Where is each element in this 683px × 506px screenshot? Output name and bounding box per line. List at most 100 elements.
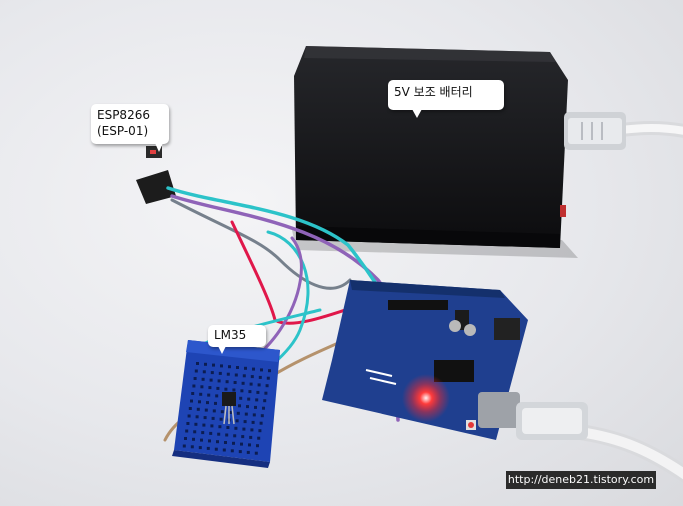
breadboard-hole bbox=[206, 446, 210, 450]
breadboard-hole bbox=[196, 407, 200, 411]
breadboard-hole bbox=[210, 424, 214, 428]
breadboard-hole bbox=[233, 434, 237, 438]
esp8266-module bbox=[136, 146, 176, 204]
breadboard-hole bbox=[196, 362, 199, 365]
breadboard-hole bbox=[264, 391, 268, 395]
breadboard-hole bbox=[210, 371, 214, 375]
breadboard-hole bbox=[209, 431, 213, 435]
breadboard-hole bbox=[244, 412, 248, 416]
breadboard-hole bbox=[193, 430, 197, 434]
breadboard-hole bbox=[194, 422, 198, 426]
breadboard-hole bbox=[236, 411, 240, 415]
breadboard-hole bbox=[249, 435, 253, 439]
breadboard-hole bbox=[225, 380, 229, 384]
breadboard-hole bbox=[268, 369, 271, 373]
arduino-usb-cable bbox=[478, 392, 683, 483]
breadboard-hole bbox=[259, 421, 263, 425]
breadboard-hole bbox=[257, 436, 261, 440]
power-bank-led bbox=[560, 205, 566, 217]
battery-callout-text: 5V 보조 배터리 bbox=[394, 85, 473, 99]
breadboard-hole bbox=[243, 420, 247, 424]
breadboard-hole bbox=[263, 399, 267, 403]
breadboard-hole bbox=[204, 408, 208, 412]
breadboard-hole bbox=[238, 450, 242, 454]
breadboard-hole bbox=[200, 385, 204, 389]
breadboard-hole bbox=[242, 427, 246, 431]
breadboard-hole bbox=[208, 439, 211, 443]
uno-logo bbox=[365, 369, 397, 385]
breadboard-hole bbox=[208, 386, 212, 390]
breadboard-hole bbox=[211, 416, 215, 420]
breadboard-hole bbox=[195, 415, 199, 419]
esp-callout-line1: ESP8266 bbox=[97, 108, 150, 122]
breadboard-hole bbox=[260, 414, 264, 418]
breadboard-hole bbox=[266, 376, 270, 380]
breadboard-hole bbox=[238, 404, 241, 408]
breadboard-hole bbox=[230, 449, 234, 453]
breadboard-hole bbox=[207, 393, 211, 397]
breadboard-hole bbox=[226, 372, 230, 376]
breadboard-holes bbox=[182, 362, 271, 455]
breadboard-hole bbox=[257, 383, 261, 387]
breadboard-hole bbox=[212, 409, 216, 413]
breadboard-hole bbox=[241, 381, 245, 385]
breadboard-hole bbox=[199, 392, 203, 396]
breadboard-hole bbox=[260, 368, 263, 372]
breadboard-hole bbox=[240, 389, 244, 393]
breadboard-hole bbox=[212, 363, 215, 367]
battery-callout: 5V 보조 배터리 bbox=[388, 80, 504, 118]
breadboard-hole bbox=[250, 428, 254, 432]
breadboard-hole bbox=[216, 386, 220, 390]
breadboard-hole bbox=[256, 390, 260, 394]
breadboard-hole bbox=[232, 388, 236, 392]
breadboard-hole bbox=[186, 422, 190, 425]
breadboard-hole bbox=[255, 398, 259, 402]
breadboard-hole bbox=[248, 390, 252, 394]
breadboard-hole bbox=[233, 381, 237, 384]
breadboard-hole bbox=[220, 364, 223, 368]
breadboard-hole bbox=[198, 446, 202, 450]
breadboard-hole bbox=[250, 375, 254, 379]
breadboard-hole bbox=[224, 441, 227, 444]
breadboard-hole bbox=[258, 375, 262, 379]
breadboard-hole bbox=[190, 399, 193, 403]
breadboard-hole bbox=[242, 374, 246, 378]
breadboard-hole bbox=[246, 405, 249, 409]
breadboard-hole bbox=[187, 414, 191, 418]
esp-callout: ESP8266 (ESP-01) bbox=[91, 104, 169, 152]
breadboard-hole bbox=[194, 369, 198, 373]
breadboard-hole bbox=[217, 379, 221, 383]
breadboard-hole bbox=[202, 423, 206, 427]
breadboard-hole bbox=[216, 440, 219, 444]
breadboard-hole bbox=[191, 392, 195, 395]
esp-callout-line2: (ESP-01) bbox=[97, 124, 149, 138]
breadboard-hole bbox=[254, 405, 257, 409]
breadboard-hole bbox=[203, 416, 207, 420]
breadboard-hole bbox=[206, 401, 209, 405]
breadboard-hole bbox=[256, 444, 259, 448]
breadboard-hole bbox=[258, 429, 262, 433]
breadboard-hole bbox=[252, 367, 255, 371]
breadboard-hole bbox=[198, 400, 201, 404]
breadboard-hole bbox=[193, 377, 197, 380]
breadboard-hole bbox=[248, 443, 251, 447]
breadboard-hole bbox=[201, 431, 205, 435]
breadboard-hole bbox=[192, 437, 195, 441]
breadboard-hole bbox=[188, 407, 192, 410]
watermark: http://deneb21.tistory.com bbox=[506, 471, 656, 489]
breadboard-hole bbox=[214, 447, 218, 451]
breadboard-hole bbox=[265, 384, 269, 388]
breadboard-hole bbox=[234, 426, 238, 430]
breadboard-hole bbox=[247, 397, 251, 401]
red-led-glow bbox=[402, 374, 450, 422]
breadboard-hole bbox=[182, 444, 186, 448]
breadboard-hole bbox=[241, 435, 245, 439]
lm35-callout: LM35 bbox=[208, 325, 266, 354]
breadboard-hole bbox=[190, 445, 194, 449]
breadboard-hole bbox=[225, 433, 229, 437]
breadboard-hole bbox=[222, 448, 226, 452]
wire-gray bbox=[170, 198, 352, 290]
breadboard-hole bbox=[215, 394, 219, 398]
power-bank bbox=[294, 46, 568, 248]
